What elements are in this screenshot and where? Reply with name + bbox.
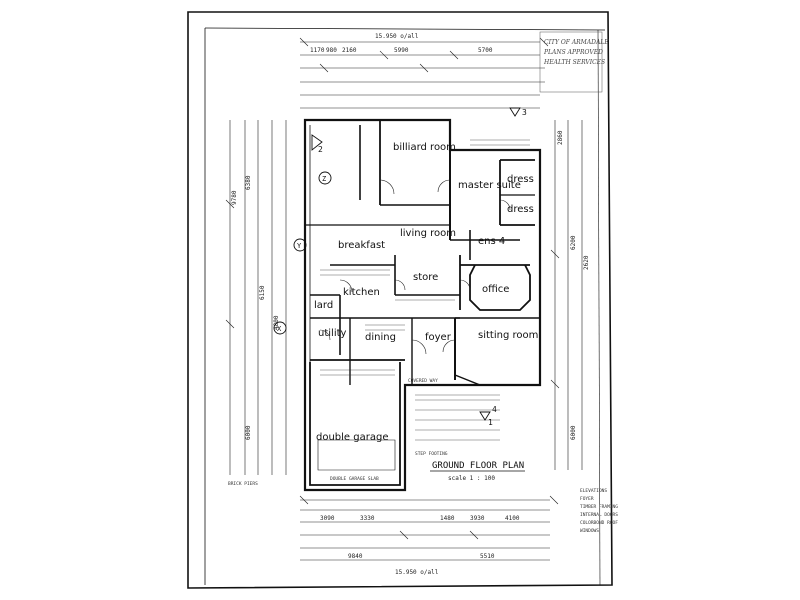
note-7: COVERED WAY: [408, 378, 438, 384]
dim-top-3: 2160: [342, 47, 357, 54]
room-master-label: master suite: [458, 180, 521, 191]
dim-bottom-detail-4: 3930: [470, 515, 485, 522]
note-9: BRICK PIERS: [228, 481, 258, 487]
note-10: DOUBLE GARAGE SLAB: [330, 476, 379, 482]
door-swings: [319, 179, 511, 355]
dim-bottom-detail-1: 3090: [320, 515, 335, 522]
section-markers: [273, 107, 521, 421]
room-kitchen-label: kitchen: [343, 287, 380, 298]
note-4: INTERNAL DOORS: [580, 512, 618, 518]
dim-left-1: 9780: [231, 190, 238, 205]
room-store-label: store: [413, 272, 438, 283]
room-foyer-label: foyer: [425, 332, 452, 343]
room-utility-label: utility: [318, 328, 347, 339]
overall-top-label: 15.950 o/all: [375, 33, 419, 40]
note-1: ELEVATIONS: [580, 488, 607, 494]
dimension-lines: [229, 41, 583, 561]
dim-top-2: 980: [326, 47, 337, 54]
stamp-line-3: HEALTH SERVICES: [543, 59, 605, 66]
room-dress-2-label: dress: [507, 204, 534, 215]
marker-4-label: 4: [492, 405, 497, 414]
dim-right-3: 2620: [583, 255, 590, 270]
note-6: WINDOWS: [580, 528, 599, 534]
room-breakfast-label: breakfast: [338, 240, 385, 251]
dim-left-3: 6150: [259, 285, 266, 300]
room-lard-label: lard: [314, 300, 333, 311]
dim-top-4: 5990: [394, 47, 409, 54]
dim-left-2: 6380: [245, 175, 252, 190]
note-8: STEP FOOTING: [415, 451, 448, 457]
marker-1-label: 1: [488, 418, 493, 427]
stamp-line-2: PLANS APPROVED: [543, 49, 603, 56]
note-3: TIMBER FRAMING: [580, 504, 618, 510]
fixture-hatching: [320, 139, 530, 441]
room-dress-1-label: dress: [507, 174, 534, 185]
plan-title: GROUND FLOOR PLAN: [432, 461, 524, 471]
note-2: FOYER: [580, 496, 594, 502]
room-billiard-label: billiard room: [393, 142, 456, 153]
dim-bottom-1: 9840: [348, 553, 363, 560]
overall-bottom-label: 15.950 o/all: [395, 569, 439, 576]
dim-bottom-2: 5510: [480, 553, 495, 560]
dim-left-5: 6000: [245, 425, 252, 440]
dim-right-4: 6000: [570, 425, 577, 440]
marker-x-label: X: [277, 325, 282, 333]
room-ens-label: ens 4: [478, 236, 505, 247]
marker-3-label: 3: [522, 108, 527, 117]
note-5: COLORBOND ROOF: [580, 520, 618, 526]
dim-top-1: 1170: [310, 47, 325, 54]
room-garage-label: double garage: [316, 432, 388, 443]
page-border: [187, 11, 613, 589]
stamp-line-1: CITY OF ARMADALE: [544, 39, 609, 46]
dimension-ticks: [225, 37, 560, 540]
marker-z-label: Z: [322, 175, 326, 183]
dim-right-1: 2860: [557, 130, 564, 145]
room-living-label: living room: [400, 228, 456, 239]
plan-scale: scale 1 : 100: [448, 475, 495, 482]
dim-bottom-detail-3: 1480: [440, 515, 455, 522]
dim-bottom-detail-2: 3330: [360, 515, 375, 522]
room-dining-label: dining: [365, 332, 396, 343]
marker-2-label: 2: [318, 145, 323, 154]
dim-left-4: 4800: [273, 315, 280, 330]
room-office-label: office: [482, 284, 509, 295]
dim-bottom-detail-5: 4100: [505, 515, 520, 522]
dim-top-5: 5700: [478, 47, 493, 54]
dim-right-2: 6200: [570, 235, 577, 250]
room-sitting-label: sitting room: [478, 330, 538, 341]
building-walls: [303, 118, 542, 492]
approval-stamp: [539, 31, 603, 93]
marker-y-label: Y: [297, 242, 302, 250]
